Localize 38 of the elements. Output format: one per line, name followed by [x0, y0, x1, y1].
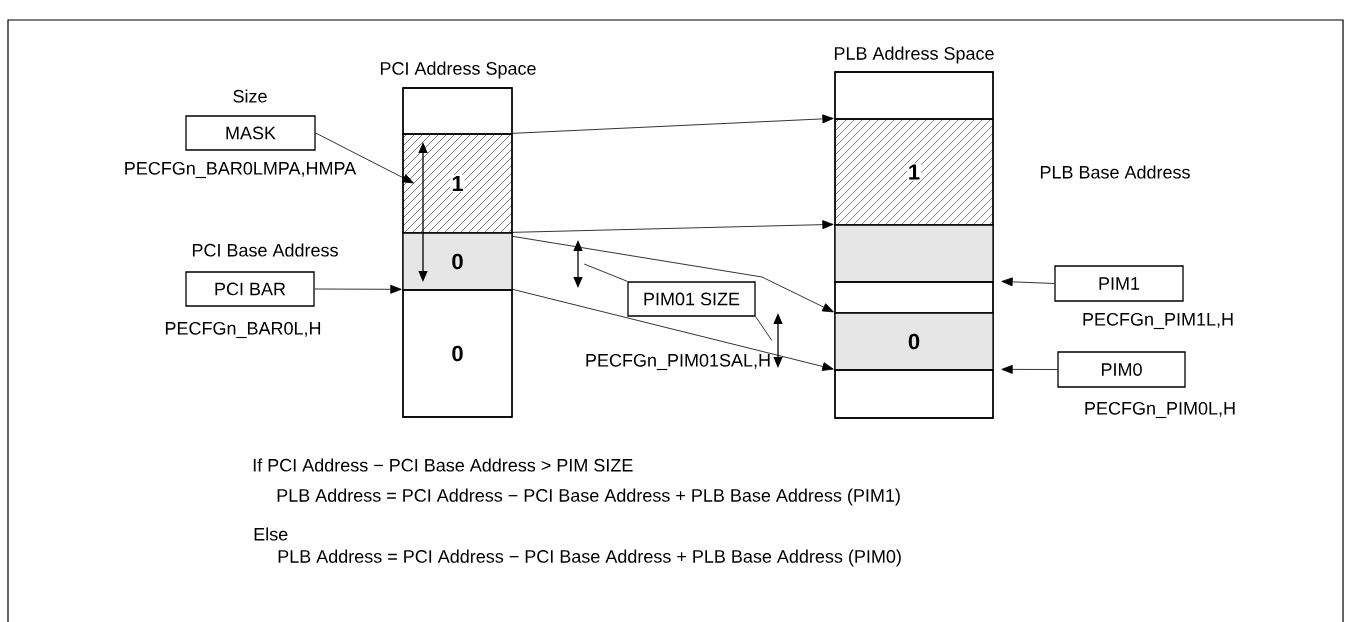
node-label: PECFGn_PIM1L,H [1083, 312, 1233, 330]
hatched-region: 1 [402, 133, 513, 234]
shaded-region: 0 [402, 232, 513, 291]
register-box: PIM0 PECFGn_PIM0L,H [1057, 351, 1235, 419]
condition-text: Else [254, 527, 288, 541]
node-label: Size [233, 89, 267, 103]
arrow [1001, 364, 1058, 374]
leader-line [583, 263, 628, 282]
arrow [512, 235, 834, 313]
address-region [402, 87, 513, 135]
hatched-region: 1 [834, 118, 994, 226]
shaded-region [834, 224, 994, 283]
register-box: Size MASK PECFGn_BAR0LMPA,HMPA [125, 89, 357, 179]
arrow [512, 114, 834, 134]
address-region: 0 [402, 289, 513, 418]
node-label: PECFGn_BAR0L,H [165, 321, 321, 339]
arrow [512, 220, 834, 233]
region-label: PLB Base Address [1040, 165, 1190, 179]
register-box: PIM1 PECFGn_PIM1L,H [1054, 265, 1233, 330]
node-label: PLB Address Space [834, 46, 994, 64]
register-label: PECFGn_PIM01SAL,H [586, 353, 770, 371]
condition-text: If PCI Address − PCI Base Address > PIM SIZE [253, 458, 633, 472]
arrow [314, 284, 402, 294]
formula-text: PLB Address = PCI Address − PCI Base Address + PLB Base Address (PIM0) [278, 549, 901, 567]
register-box: PIM01 SIZE [627, 281, 756, 317]
arrow [315, 132, 414, 184]
leader-line [755, 316, 773, 341]
shaded-region: 0 [834, 312, 994, 371]
node-label: PCI Address Space [380, 61, 536, 79]
formula-text: PLB Address = PCI Address − PCI Base Address + PLB Base Address (PIM1) [277, 488, 900, 506]
node-label: PECFGn_PIM0L,H [1085, 401, 1235, 419]
arrow [512, 288, 834, 371]
node-label: PECFGn_BAR0LMPA,HMPA [125, 161, 357, 179]
address-region [834, 71, 994, 120]
node-label: PCI Base Address [192, 243, 338, 257]
address-region [834, 369, 994, 419]
arrow [1001, 277, 1055, 287]
register-box: PCI Base Address PCI BAR PECFGn_BAR0L,H [165, 243, 338, 339]
